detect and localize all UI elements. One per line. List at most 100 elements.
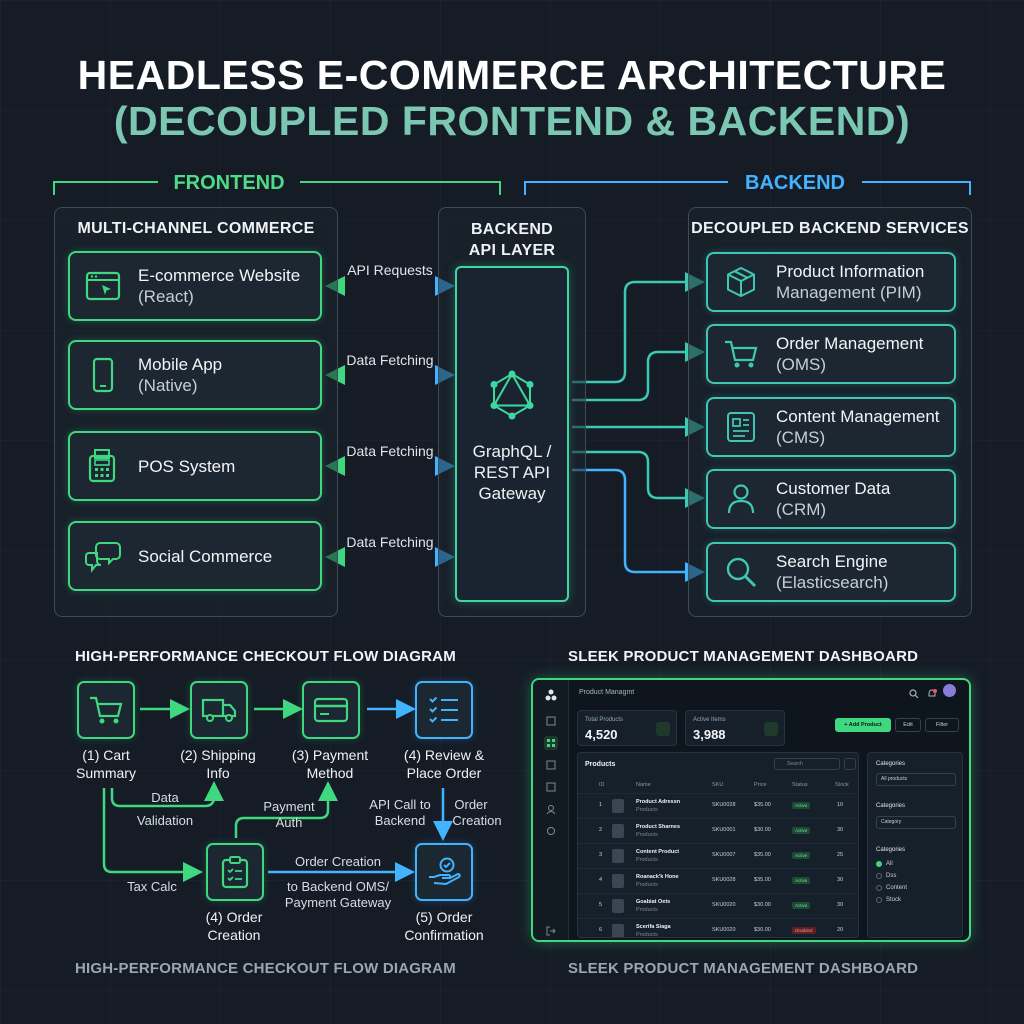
row-name: Product Sharnes	[636, 824, 681, 830]
table-header: ID Name SKU Price Status Stock	[578, 779, 858, 791]
row-sku: SKU0007	[712, 852, 736, 858]
table-row[interactable]: 3 Content Product Products SKU0007 $35.0…	[578, 843, 858, 868]
users-icon[interactable]	[544, 802, 558, 816]
table-search-input[interactable]: Search	[774, 758, 840, 770]
service-name: Customer Data	[776, 479, 891, 498]
radio-label: Dss	[886, 873, 897, 879]
filter-icon[interactable]	[844, 758, 856, 770]
row-price: $30.00	[754, 902, 771, 908]
backend-panel-heading: DECOUPLED BACKEND SERVICES	[691, 220, 969, 237]
column-header: Price	[754, 782, 767, 788]
filter-heading: Categories	[876, 847, 906, 853]
row-id: 5	[599, 902, 603, 908]
service-card-oms[interactable]: Order Management(OMS)	[706, 324, 956, 384]
home-icon[interactable]	[544, 714, 558, 728]
row-stock: 30	[837, 902, 844, 908]
content-icon[interactable]	[544, 780, 558, 794]
logout-icon[interactable]	[544, 924, 558, 938]
row-stock: 10	[837, 802, 844, 808]
notification-icon[interactable]	[927, 686, 937, 704]
row-sub: Products	[636, 832, 658, 838]
step-order-creation[interactable]	[206, 843, 264, 901]
step-cart[interactable]	[77, 681, 135, 739]
radio-content[interactable]	[876, 885, 882, 891]
api-layer-heading-line: BACKEND	[470, 221, 554, 238]
radio-dss[interactable]	[876, 873, 882, 879]
flow-note: Validation	[136, 813, 194, 828]
connector-pim	[572, 272, 705, 384]
step-label: (4) Review &Place Order	[403, 747, 485, 781]
add-product-button[interactable]: + Add Product	[835, 718, 891, 732]
category-select[interactable]: All products	[876, 773, 956, 786]
row-id: 6	[599, 927, 603, 933]
column-header: ID	[599, 782, 605, 788]
row-id: 3	[599, 852, 603, 858]
row-price: $30.00	[754, 927, 771, 933]
step-review[interactable]	[415, 681, 473, 739]
checkout-caption-bottom: HIGH-PERFORMANCE CHECKOUT FLOW DIAGRAM	[75, 960, 456, 977]
table-row[interactable]: 1 Product Adressn Products SKU0028 $35.0…	[578, 793, 858, 818]
step-confirmation[interactable]	[415, 843, 473, 901]
channel-name: E-commerce Website	[138, 266, 301, 285]
service-name: Content Management	[776, 407, 940, 426]
channel-card-website[interactable]: E-commerce Website(React)	[68, 251, 322, 321]
channel-card-social[interactable]: Social Commerce	[68, 521, 322, 591]
row-id: 4	[599, 877, 603, 883]
step-payment[interactable]	[302, 681, 360, 739]
category-select[interactable]: Category	[876, 816, 956, 829]
service-card-search[interactable]: Search Engine(Elasticsearch)	[706, 542, 956, 602]
dashboard-preview: Product Managmt Total Products 4,520 Act…	[531, 678, 971, 942]
row-sku: SKU0020	[712, 927, 736, 933]
row-price: $35.00	[754, 802, 771, 808]
flow-arrow-data-validation	[110, 781, 224, 808]
row-name: Roanack'k Hone	[636, 874, 679, 880]
row-sku: SKU0028	[712, 877, 736, 883]
product-thumb	[612, 824, 624, 838]
avatar[interactable]	[943, 684, 956, 697]
radio-all[interactable]	[876, 861, 882, 867]
checkout-caption: HIGH-PERFORMANCE CHECKOUT FLOW DIAGRAM	[75, 648, 456, 665]
connector-crm	[572, 450, 705, 508]
edit-button[interactable]: Edit	[895, 718, 921, 732]
row-price: $35.00	[754, 877, 771, 883]
settings-icon[interactable]	[544, 824, 558, 838]
credit-card-icon	[313, 697, 349, 723]
product-thumb	[612, 924, 624, 937]
table-row[interactable]: 4 Roanack'k Hone Products SKU0028 $35.00…	[578, 868, 858, 893]
table-row[interactable]: 6 Scerifa Siaga Products SKU0020 $30.00 …	[578, 918, 858, 937]
flow-note: to Backend OMS/	[287, 879, 389, 894]
service-name: Search Engine	[776, 552, 888, 571]
backend-label: BACKEND	[745, 172, 845, 194]
flow-note: Backend	[374, 813, 426, 828]
service-sub: Management (PIM)	[776, 283, 922, 302]
step-shipping[interactable]	[190, 681, 248, 739]
gateway-line: REST API	[473, 463, 551, 482]
channel-card-mobile[interactable]: Mobile App(Native)	[68, 340, 322, 410]
connector-oms	[572, 342, 705, 402]
row-name: Product Adressn	[636, 799, 681, 805]
products-icon[interactable]	[544, 736, 558, 750]
table-row[interactable]: 5 Goabiat Oets Products SKU0020 $30.00 A…	[578, 893, 858, 918]
service-card-crm[interactable]: Customer Data(CRM)	[706, 469, 956, 529]
pos-terminal-icon	[84, 447, 122, 485]
frontend-panel-heading: MULTI-CHANNEL COMMERCE	[77, 220, 315, 237]
search-icon[interactable]	[909, 686, 919, 704]
channel-card-pos[interactable]: POS System	[68, 431, 322, 501]
filter-button[interactable]: Filter	[925, 718, 959, 732]
flow-note: Data	[151, 790, 179, 805]
api-gateway[interactable]: GraphQL / REST API Gateway	[455, 266, 569, 602]
table-row[interactable]: 2 Product Sharnes Products SKU0001 $30.0…	[578, 818, 858, 843]
orders-icon[interactable]	[544, 758, 558, 772]
service-card-cms[interactable]: Content Management(CMS)	[706, 397, 956, 457]
radio-label: All	[886, 861, 893, 867]
gateway-line: GraphQL /	[472, 442, 552, 461]
radio-stock[interactable]	[876, 897, 882, 903]
filter-panel: Categories All products Categories Categ…	[867, 752, 963, 938]
service-name: Product Information	[776, 262, 925, 281]
stat-label: Active Items	[693, 717, 726, 723]
connection-label: API Requests	[347, 262, 433, 278]
column-header: Name	[636, 782, 651, 788]
